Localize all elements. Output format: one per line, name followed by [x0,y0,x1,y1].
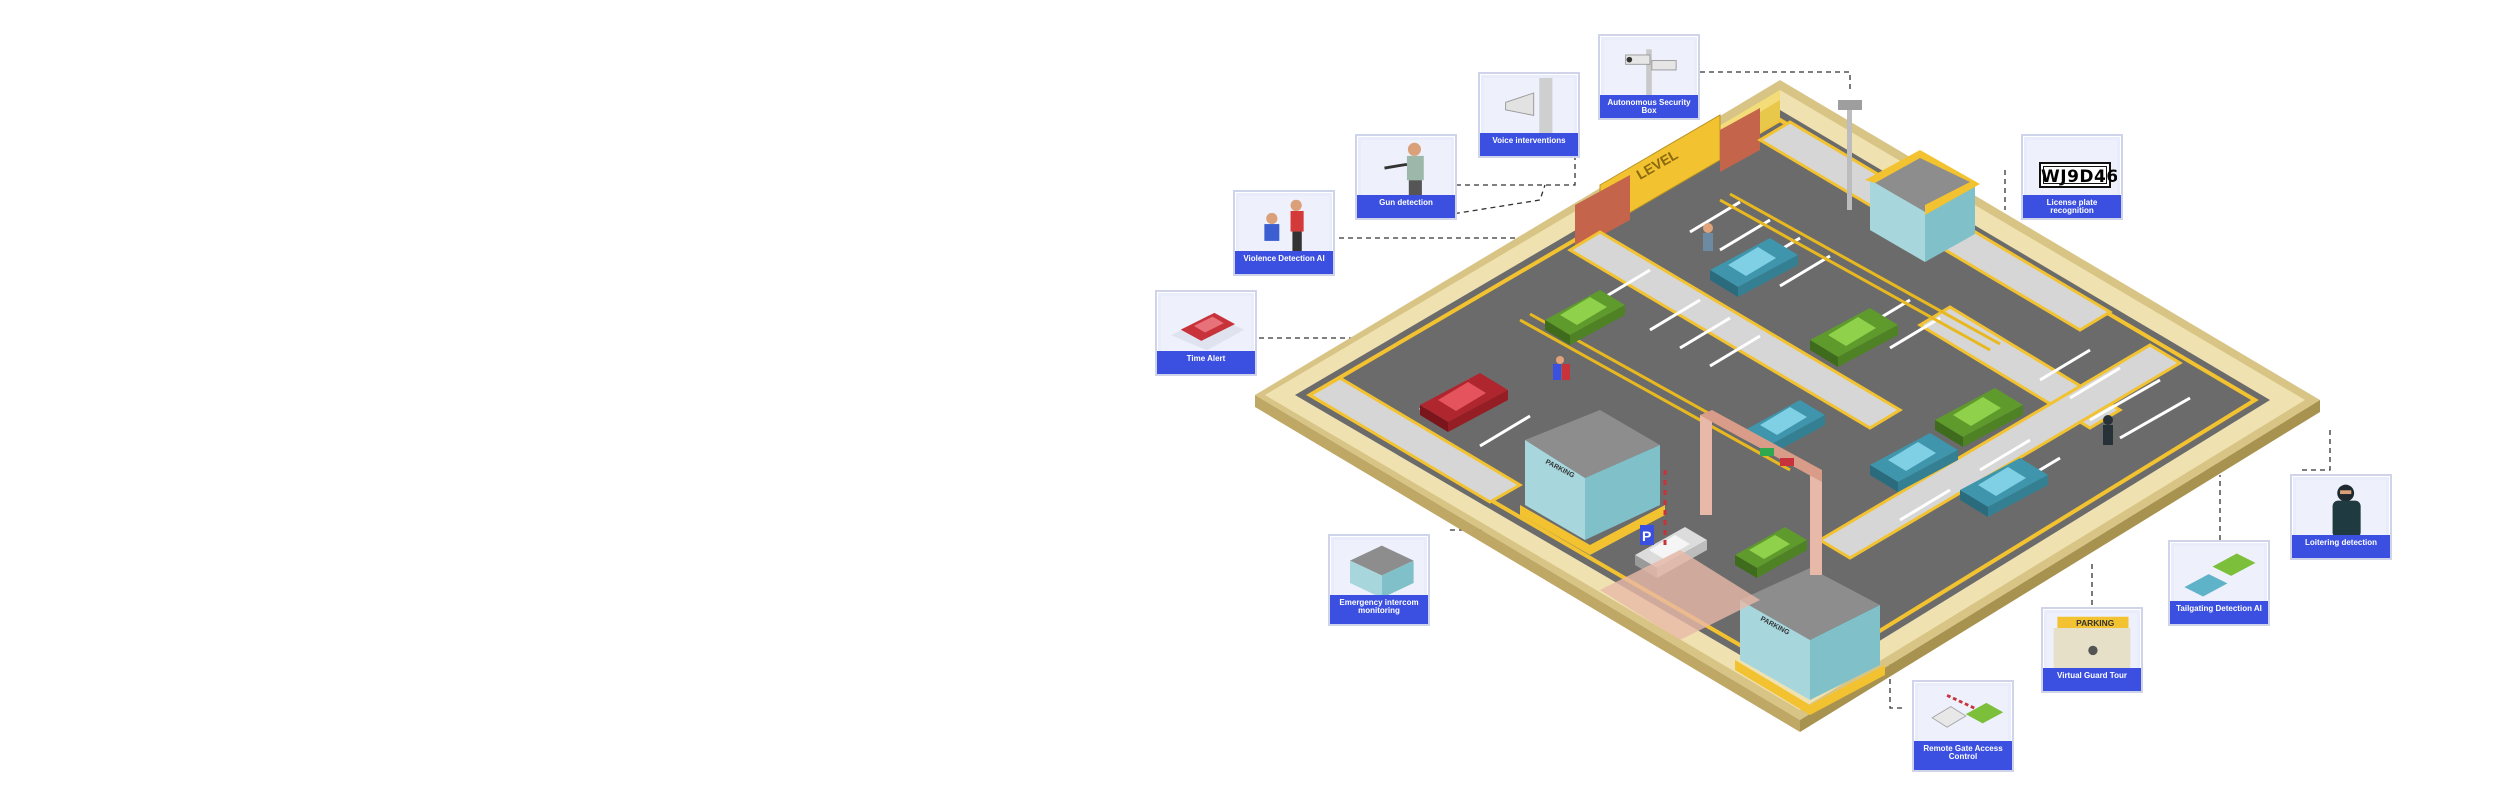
masked-person-icon [2296,480,2386,538]
security-booth-top-right [1865,150,1980,262]
camera-pole [1838,100,1862,210]
feature-card-tailgating-detection[interactable]: Tailgating Detection AI [2168,540,2270,626]
feature-label: Virtual Guard Tour [2043,668,2141,691]
feature-label: Voice interventions [1480,133,1578,156]
booth-icon [1334,540,1424,598]
feature-card-loitering-detection[interactable]: Loitering detection [2290,474,2392,560]
red-car-icon [1161,296,1251,354]
feature-label: Emergency intercom monitoring [1330,595,1428,624]
feature-label: Tailgating Detection AI [2170,601,2268,624]
feature-card-time-alert[interactable]: Time Alert [1155,290,1257,376]
gate-cars-icon [1918,686,2008,744]
parking-p-sign: P [1642,528,1651,544]
two-cars-icon [2174,546,2264,604]
parking-booth-icon: PARKING [2047,613,2137,671]
lot-asphalt [1295,110,2270,690]
feature-card-virtual-guard-tour[interactable]: PARKING Virtual Guard Tour [2041,607,2143,693]
feature-card-violence-detection[interactable]: Violence Detection AI [1233,190,1335,276]
entry-gate: P [1600,410,1822,640]
license-plate-text: WJ9D46 [2039,162,2117,188]
security-camera-icon [1604,40,1694,98]
cars [1420,238,2048,578]
feature-card-remote-gate-access[interactable]: Remote Gate Access Control [1912,680,2014,772]
feature-label: Loitering detection [2292,535,2390,558]
booth-sign-thumb: PARKING [2076,618,2115,628]
feature-label: Remote Gate Access Control [1914,741,2012,770]
people [1553,223,2113,445]
feature-card-license-plate-recognition[interactable]: WJ9D46 License plate recognition [2021,134,2123,220]
license-plate-icon: WJ9D46 [2027,140,2117,198]
fighting-people-icon [1239,196,1329,254]
feature-label: Time Alert [1157,351,1255,374]
speaker-icon [1484,78,1574,136]
feature-label: Gun detection [1357,195,1455,218]
security-booth-bottom: PARKING [1735,568,1885,715]
feature-card-autonomous-security-box[interactable]: Autonomous Security Box [1598,34,1700,120]
feature-card-gun-detection[interactable]: Gun detection [1355,134,1457,220]
security-booth-left: PARKING [1520,410,1665,555]
feature-label: License plate recognition [2023,195,2121,218]
gunman-icon [1361,140,1451,198]
feature-label: Autonomous Security Box [1600,95,1698,118]
feature-card-voice-interventions[interactable]: Voice interventions [1478,72,1580,158]
feature-card-emergency-intercom[interactable]: Emergency intercom monitoring [1328,534,1430,626]
feature-label: Violence Detection AI [1235,251,1333,274]
